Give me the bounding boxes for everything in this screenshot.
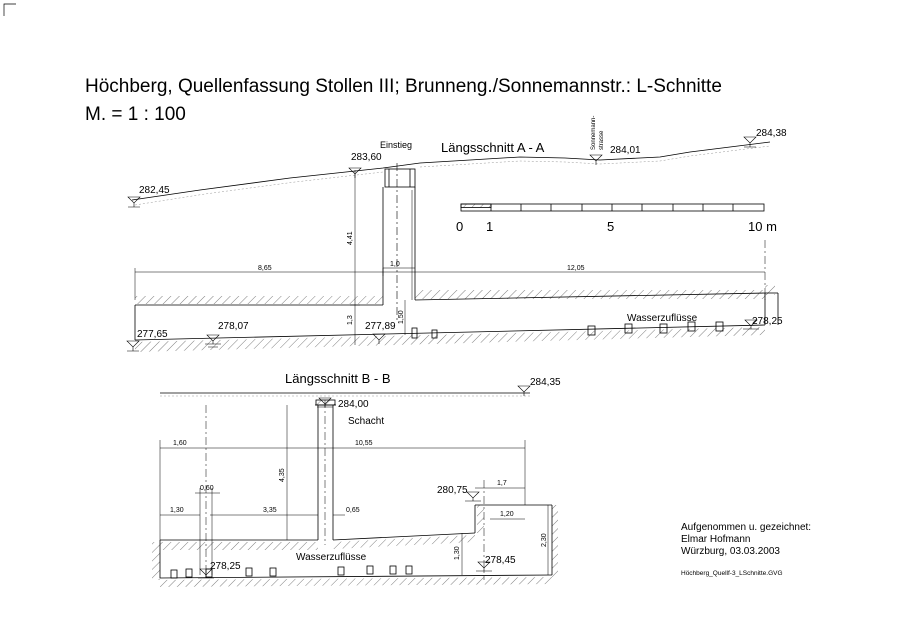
ground-line-aa <box>131 141 771 201</box>
dim-shaft-width: 1,0 <box>390 261 400 268</box>
dim-bb-120: 1,20 <box>500 511 514 518</box>
elev-floor-2: 278,07 <box>218 321 249 332</box>
dim-bb-160: 1,60 <box>173 440 187 447</box>
dim-bb-1055: 10,55 <box>355 440 373 447</box>
elev-einstieg: 283,60 <box>351 152 382 163</box>
wasser-label-aa: Wasserzuflüsse <box>627 313 698 324</box>
dim-bb-335: 3,35 <box>263 507 277 514</box>
elev-street: 284,01 <box>610 145 641 156</box>
dim-bb-17: 1,7 <box>497 480 507 487</box>
dim-bb-130a: 1,30 <box>170 507 184 514</box>
street-label-2: strasse <box>599 130 605 150</box>
dim-bb-060: 0,60 <box>200 485 214 492</box>
elev-bb-floor-left: 278,25 <box>210 561 241 572</box>
street-label-1: Sonnemann- <box>591 116 597 150</box>
dim-left-span: 8,65 <box>258 265 272 272</box>
corner-mark <box>3 3 16 16</box>
elev-bb-ground: 284,35 <box>530 377 561 388</box>
wasser-label-bb: Wasserzuflüsse <box>296 552 367 563</box>
credit-line-1: Aufgenommen u. gezeichnet: <box>681 522 812 533</box>
scale-bar <box>460 203 765 212</box>
section-bb <box>152 385 558 587</box>
credit-line-2: Elmar Hofmann <box>681 534 751 545</box>
dim-shaft-height: 4,41 <box>347 231 354 245</box>
section-aa-heading: Längsschnitt A - A <box>441 140 545 155</box>
elev-floor-right: 278,25 <box>752 316 783 327</box>
drawing-scale: M. = 1 : 100 <box>85 104 186 125</box>
scale-5: 5 <box>607 219 614 234</box>
einstieg-label: Einstieg <box>380 140 412 150</box>
elev-floor-3: 277,89 <box>365 321 396 332</box>
elev-floor-left: 277,65 <box>137 329 168 340</box>
dim-right-span: 12,05 <box>567 265 585 272</box>
file-name: Höchberg_Quellf-3_LSchnitte.GVG <box>681 570 783 577</box>
shaft-einstieg <box>382 163 416 320</box>
elev-bb-shaft-top: 284,00 <box>338 399 369 410</box>
schacht-label: Schacht <box>348 416 384 427</box>
section-bb-heading: Längsschnitt B - B <box>285 371 391 386</box>
scale-10: 10 m <box>748 219 777 234</box>
scale-0: 0 <box>456 219 463 234</box>
elev-bb-floor-right: 278,45 <box>485 555 516 566</box>
dim-bb-065: 0,65 <box>346 507 360 514</box>
dim-bb-435: 4,35 <box>279 468 286 482</box>
dim-150: 1,50 <box>398 310 405 324</box>
elev-right-ground: 284,38 <box>756 128 787 139</box>
dim-bb-130b: 1,30 <box>454 546 461 560</box>
elev-left-ground: 282,45 <box>139 185 170 196</box>
elev-bb-step: 280,75 <box>437 485 468 496</box>
drawing-title: Höchberg, Quellenfassung Stollen III; Br… <box>85 76 722 97</box>
section-aa <box>126 136 779 352</box>
dim-tunnel-height: 1,3 <box>347 315 354 325</box>
dim-bb-230: 2,30 <box>541 533 548 547</box>
scale-1: 1 <box>486 219 493 234</box>
credit-line-3: Würzburg, 03.03.2003 <box>681 546 780 557</box>
